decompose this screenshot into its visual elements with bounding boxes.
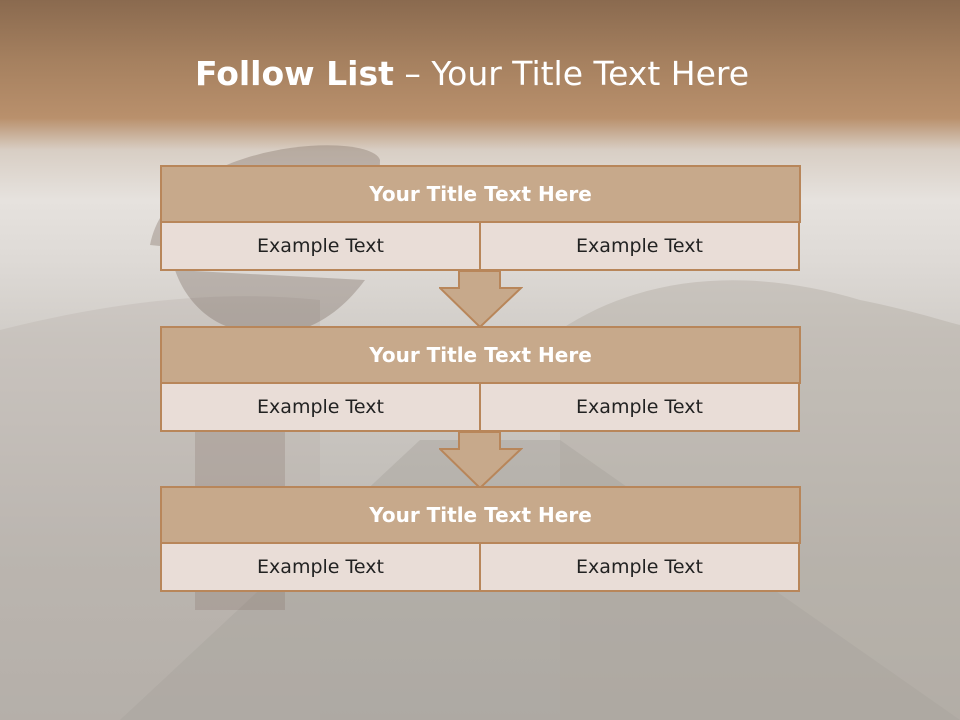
- list-block-2: Your Title Text Here Example Text Exampl…: [160, 326, 801, 432]
- block-cell-left: Example Text: [160, 221, 481, 271]
- block-cell-right: Example Text: [479, 221, 800, 271]
- block-cell-left: Example Text: [160, 542, 481, 592]
- block-cell-right: Example Text: [479, 382, 800, 432]
- block-cell-right: Example Text: [479, 542, 800, 592]
- block-title: Your Title Text Here: [160, 165, 801, 223]
- block-title: Your Title Text Here: [160, 326, 801, 384]
- block-row: Example Text Example Text: [160, 382, 801, 432]
- block-cell-left: Example Text: [160, 382, 481, 432]
- slide-title: Follow List – Your Title Text Here: [0, 54, 944, 93]
- block-row: Example Text Example Text: [160, 542, 801, 592]
- list-block-3: Your Title Text Here Example Text Exampl…: [160, 486, 801, 592]
- block-title: Your Title Text Here: [160, 486, 801, 544]
- slide-title-bold: Follow List: [194, 54, 394, 93]
- list-block-1: Your Title Text Here Example Text Exampl…: [160, 165, 801, 271]
- block-row: Example Text Example Text: [160, 221, 801, 271]
- down-arrow-icon: [439, 270, 523, 328]
- slide-title-rest: – Your Title Text Here: [393, 54, 750, 93]
- down-arrow-icon: [439, 431, 523, 489]
